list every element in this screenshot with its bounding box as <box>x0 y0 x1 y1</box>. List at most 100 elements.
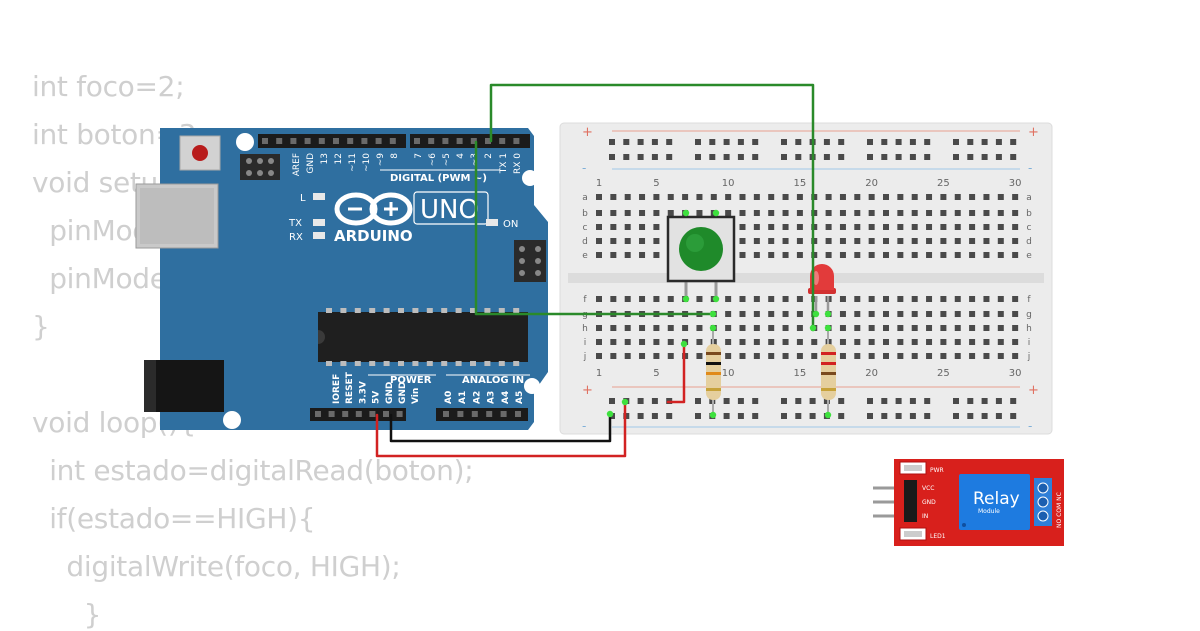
breadboard-hole[interactable] <box>1012 210 1019 216</box>
breadboard-hole[interactable] <box>997 194 1004 200</box>
breadboard-rail-hole[interactable] <box>666 154 673 160</box>
breadboard-hole[interactable] <box>854 311 861 317</box>
breadboard-hole[interactable] <box>897 325 904 331</box>
breadboard-hole[interactable] <box>710 194 717 200</box>
header-pin[interactable] <box>443 411 449 417</box>
breadboard-hole[interactable] <box>796 224 803 230</box>
header-pin[interactable] <box>328 411 335 417</box>
breadboard-hole[interactable] <box>725 210 732 216</box>
breadboard-rail-hole[interactable] <box>909 139 916 145</box>
breadboard-rail-hole[interactable] <box>895 139 902 145</box>
header-pin[interactable] <box>457 411 464 417</box>
breadboard-hole[interactable] <box>897 339 904 345</box>
breadboard-hole[interactable] <box>667 339 674 345</box>
breadboard-hole[interactable] <box>854 353 861 359</box>
breadboard-rail-hole[interactable] <box>967 398 974 404</box>
breadboard-hole[interactable] <box>667 194 674 200</box>
breadboard-hole[interactable] <box>940 339 947 345</box>
breadboard-rail-hole[interactable] <box>838 154 845 160</box>
header-pin[interactable] <box>515 411 521 417</box>
breadboard-hole[interactable] <box>997 353 1004 359</box>
breadboard-hole[interactable] <box>983 194 990 200</box>
breadboard-hole[interactable] <box>796 296 803 302</box>
breadboard-hole[interactable] <box>768 339 775 345</box>
breadboard-hole[interactable] <box>782 353 789 359</box>
breadboard-hole[interactable] <box>897 224 904 230</box>
breadboard-hole[interactable] <box>639 252 646 258</box>
breadboard-hole[interactable] <box>940 224 947 230</box>
breadboard-hole[interactable] <box>954 238 961 244</box>
breadboard-rail-hole[interactable] <box>909 413 916 419</box>
breadboard-hole[interactable] <box>1012 339 1019 345</box>
breadboard-hole[interactable] <box>624 296 631 302</box>
breadboard-hole[interactable] <box>653 296 660 302</box>
breadboard-rail-hole[interactable] <box>838 398 845 404</box>
breadboard-hole[interactable] <box>839 210 846 216</box>
header-pin[interactable] <box>355 411 362 417</box>
breadboard-hole[interactable] <box>653 194 660 200</box>
breadboard-rail-hole[interactable] <box>924 413 931 419</box>
breadboard-hole[interactable] <box>940 252 947 258</box>
breadboard-hole[interactable] <box>883 224 889 230</box>
breadboard-hole[interactable] <box>839 339 846 345</box>
breadboard-rail-hole[interactable] <box>737 154 744 160</box>
breadboard-rail-hole[interactable] <box>795 154 802 160</box>
push-button[interactable] <box>666 212 736 300</box>
breadboard-hole[interactable] <box>868 339 875 345</box>
breadboard-rail-hole[interactable] <box>924 398 931 404</box>
breadboard-hole[interactable] <box>639 194 646 200</box>
breadboard-hole[interactable] <box>911 339 918 345</box>
breadboard-hole[interactable] <box>639 224 646 230</box>
breadboard-rail-hole[interactable] <box>737 398 744 404</box>
breadboard-hole[interactable] <box>768 311 775 317</box>
breadboard-hole[interactable] <box>653 339 660 345</box>
header-pin[interactable] <box>414 138 420 144</box>
breadboard-hole[interactable] <box>725 311 732 317</box>
breadboard-hole[interactable] <box>696 296 703 302</box>
breadboard-rail-hole[interactable] <box>781 139 787 145</box>
breadboard-hole[interactable] <box>796 325 803 331</box>
breadboard-hole[interactable] <box>883 311 889 317</box>
breadboard-hole[interactable] <box>954 194 961 200</box>
breadboard-rail-hole[interactable] <box>895 413 902 419</box>
breadboard-hole[interactable] <box>624 339 631 345</box>
breadboard-rail-hole[interactable] <box>967 413 974 419</box>
breadboard-hole[interactable] <box>969 339 976 345</box>
breadboard-hole[interactable] <box>1012 194 1019 200</box>
breadboard-rail-hole[interactable] <box>881 413 888 419</box>
breadboard-hole[interactable] <box>653 224 660 230</box>
breadboard-hole[interactable] <box>596 224 602 230</box>
breadboard-hole[interactable] <box>782 339 789 345</box>
breadboard-hole[interactable] <box>610 252 617 258</box>
breadboard-hole[interactable] <box>624 210 631 216</box>
breadboard-hole[interactable] <box>596 353 602 359</box>
breadboard-hole[interactable] <box>883 353 889 359</box>
breadboard-hole[interactable] <box>883 296 889 302</box>
breadboard-hole[interactable] <box>940 210 947 216</box>
breadboard-hole[interactable] <box>854 325 861 331</box>
breadboard-hole[interactable] <box>768 238 775 244</box>
header-pin[interactable] <box>383 411 389 417</box>
breadboard-rail-hole[interactable] <box>867 413 873 419</box>
breadboard-hole[interactable] <box>883 210 889 216</box>
breadboard-rail-hole[interactable] <box>823 398 830 404</box>
breadboard-hole[interactable] <box>825 210 832 216</box>
breadboard-hole[interactable] <box>983 210 990 216</box>
breadboard-hole[interactable] <box>653 325 660 331</box>
breadboard-hole[interactable] <box>610 238 617 244</box>
breadboard-hole[interactable] <box>768 353 775 359</box>
breadboard-hole[interactable] <box>983 339 990 345</box>
breadboard-hole[interactable] <box>883 252 889 258</box>
breadboard-rail-hole[interactable] <box>967 154 974 160</box>
breadboard-rail-hole[interactable] <box>981 398 988 404</box>
breadboard-hole[interactable] <box>969 353 976 359</box>
breadboard-hole[interactable] <box>997 311 1004 317</box>
breadboard-hole[interactable] <box>983 311 990 317</box>
breadboard-hole[interactable] <box>983 353 990 359</box>
breadboard-hole[interactable] <box>883 339 889 345</box>
breadboard-hole[interactable] <box>868 325 875 331</box>
breadboard-rail-hole[interactable] <box>981 154 988 160</box>
breadboard-hole[interactable] <box>596 339 602 345</box>
breadboard-hole[interactable] <box>753 210 760 216</box>
breadboard-hole[interactable] <box>768 194 775 200</box>
